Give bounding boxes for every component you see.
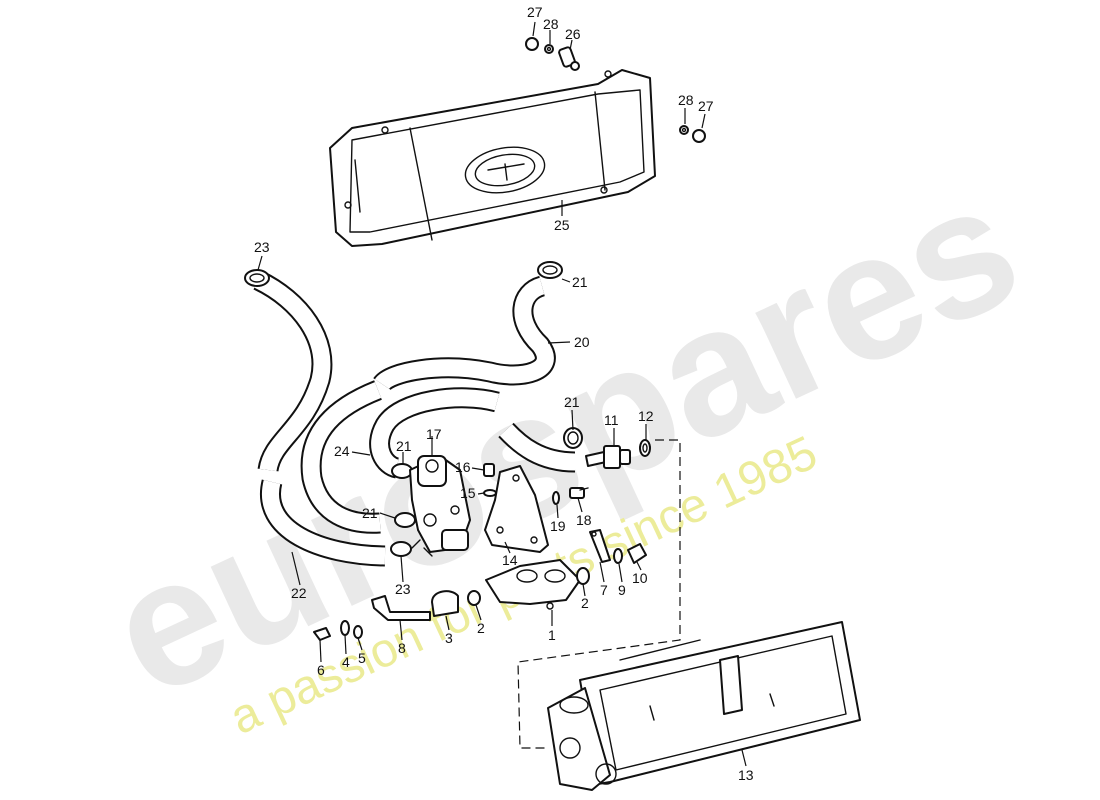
- callout-labels: 27 28 26 28 27 25 23 21 20 21 11 12 17 2…: [254, 4, 754, 783]
- pin-2-a: [576, 567, 590, 585]
- callout-15: 15: [460, 485, 476, 501]
- washer-19: [552, 491, 560, 505]
- callout-21-top: 21: [572, 274, 588, 290]
- callout-24: 24: [334, 443, 350, 459]
- callout-6: 6: [317, 662, 325, 678]
- clamp-21-low: [394, 512, 416, 528]
- link-8: [371, 595, 431, 621]
- callout-28-top: 28: [543, 16, 559, 32]
- callout-7: 7: [600, 582, 608, 598]
- housing-part: [485, 559, 581, 610]
- link-parts: [589, 529, 647, 564]
- callout-13: 13: [738, 767, 754, 783]
- clamp-21-top: [537, 261, 563, 279]
- rubber-mount-3: [431, 590, 459, 617]
- hoses: [253, 270, 576, 567]
- callout-25: 25: [554, 217, 570, 233]
- callout-20: 20: [574, 334, 590, 350]
- nut-10: [627, 543, 647, 564]
- callout-2-left: 2: [477, 620, 485, 636]
- callout-2-right: 2: [581, 595, 589, 611]
- callout-14: 14: [502, 552, 518, 568]
- screw-6: [313, 627, 331, 641]
- callout-23-top: 23: [254, 239, 270, 255]
- cover-panel-part: [329, 69, 656, 247]
- callout-8: 8: [398, 640, 406, 656]
- callout-28-right: 28: [678, 92, 694, 108]
- callout-21-low: 21: [362, 505, 378, 521]
- callout-9: 9: [618, 582, 626, 598]
- fitting-part: [585, 439, 651, 469]
- callout-16: 16: [455, 459, 471, 475]
- top-fasteners: [525, 37, 706, 143]
- mount-parts: [313, 590, 459, 641]
- watermark: eurospares a passion for parts since 198…: [82, 143, 1047, 745]
- bracket-part: [484, 465, 549, 553]
- callout-3: 3: [445, 630, 453, 646]
- washer-5: [353, 625, 363, 639]
- valve-assembly-part: [409, 455, 471, 557]
- clamp-21-mid: [563, 427, 583, 449]
- leader-lines: [257, 21, 747, 767]
- callout-11: 11: [604, 412, 619, 428]
- callout-17: 17: [426, 426, 442, 442]
- washer-9: [613, 548, 623, 564]
- air-cleaner-part: [547, 621, 861, 791]
- callout-23-low: 23: [395, 581, 411, 597]
- washer-4: [340, 620, 350, 636]
- nut-27-left: [525, 37, 539, 51]
- hose-clamps: [244, 261, 583, 557]
- callout-26: 26: [565, 26, 581, 42]
- clamp-21-carb: [391, 463, 413, 479]
- callout-10: 10: [632, 570, 648, 586]
- callout-1: 1: [548, 627, 556, 643]
- callout-4: 4: [342, 654, 350, 670]
- clamp-23-top: [244, 269, 270, 287]
- washer-28-left: [544, 44, 554, 54]
- washer-28-right: [679, 125, 689, 135]
- callout-27-top: 27: [527, 4, 543, 20]
- assembly-outline: [517, 439, 681, 749]
- pin-2-b: [467, 590, 481, 606]
- clamp-23-low: [390, 541, 412, 557]
- callout-21-mid: 21: [564, 394, 580, 410]
- small-fasteners: [483, 463, 589, 505]
- screw-16: [483, 463, 495, 477]
- callout-12: 12: [638, 408, 654, 424]
- callout-19: 19: [550, 518, 566, 534]
- nut-27-right: [692, 129, 706, 143]
- callout-22: 22: [291, 585, 307, 601]
- callout-21-carb: 21: [396, 438, 412, 454]
- callout-5: 5: [358, 650, 366, 666]
- callout-27-right: 27: [698, 98, 714, 114]
- washer-15: [483, 489, 497, 497]
- washer-12: [639, 439, 651, 457]
- callout-18: 18: [576, 512, 592, 528]
